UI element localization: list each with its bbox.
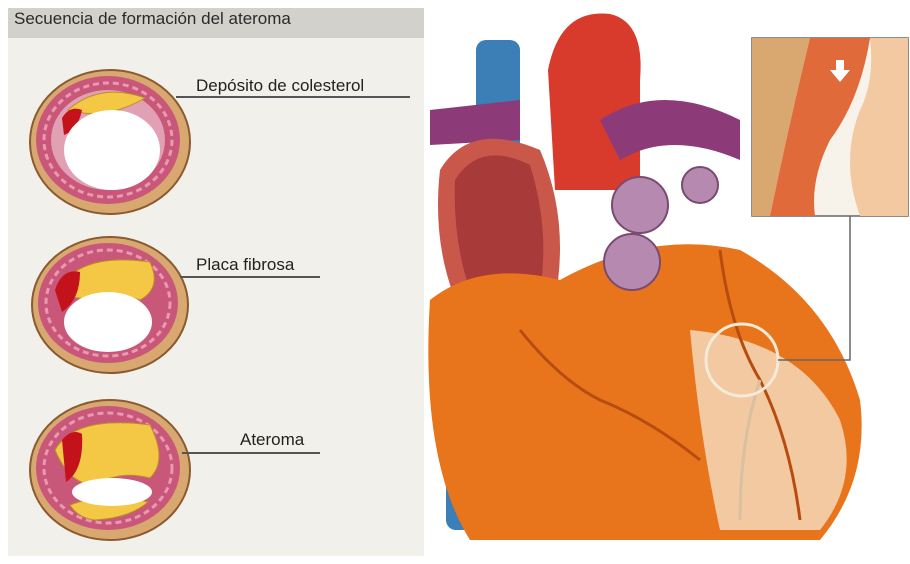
artery-cross-section-stage-2	[32, 237, 188, 373]
artery-cross-section-stage-1	[30, 70, 190, 214]
artery-cross-section-stage-3	[30, 400, 190, 540]
leader-line-stage-1	[176, 96, 410, 98]
leader-line-stage-3	[182, 452, 320, 454]
stage-label-fibrous-plaque: Placa fibrosa	[196, 255, 294, 275]
stage-label-atheroma: Ateroma	[240, 430, 304, 450]
leader-line-stage-2	[180, 276, 320, 278]
stage-label-cholesterol-deposit: Depósito de colesterol	[196, 76, 364, 96]
